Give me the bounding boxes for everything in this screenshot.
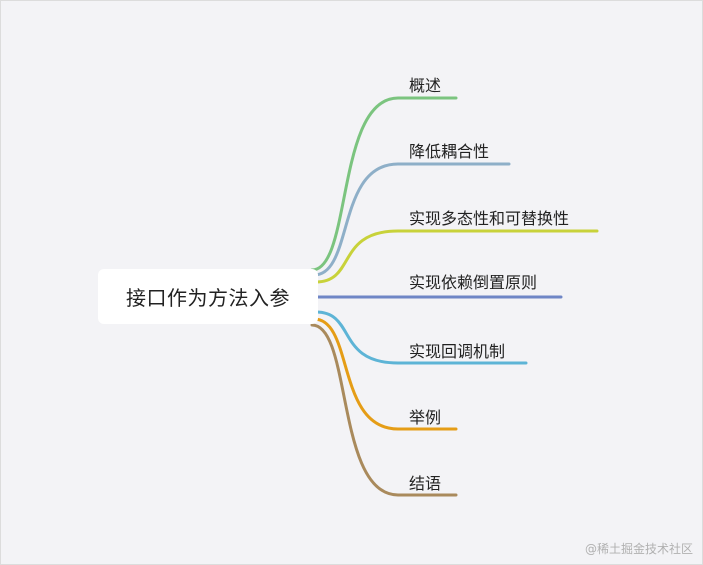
branch-connector-polymorphism <box>314 229 599 284</box>
branch-label-example[interactable]: 举例 <box>409 408 442 427</box>
root-topic[interactable]: 接口作为方法入参 <box>98 269 318 324</box>
watermark: @稀土掘金技术社区 <box>584 542 693 556</box>
branch-connector-conclusion <box>310 323 458 497</box>
branch-label-callback[interactable]: 实现回调机制 <box>409 342 506 361</box>
branch-label-conclusion[interactable]: 结语 <box>409 474 442 493</box>
branch-connector-example <box>312 317 458 431</box>
branch-label-reduce-coupling[interactable]: 降低耦合性 <box>409 142 490 161</box>
branch-label-dependency-inversion[interactable]: 实现依赖倒置原则 <box>409 273 538 292</box>
branch-connector-reduce-coupling <box>312 162 511 277</box>
branch-connector-callback <box>314 310 528 365</box>
branch-label-polymorphism[interactable]: 实现多态性和可替换性 <box>409 209 570 228</box>
branch-label-overview[interactable]: 概述 <box>409 76 442 95</box>
root-topic-label: 接口作为方法入参 <box>126 286 290 310</box>
branch-connector-overview <box>310 96 458 272</box>
